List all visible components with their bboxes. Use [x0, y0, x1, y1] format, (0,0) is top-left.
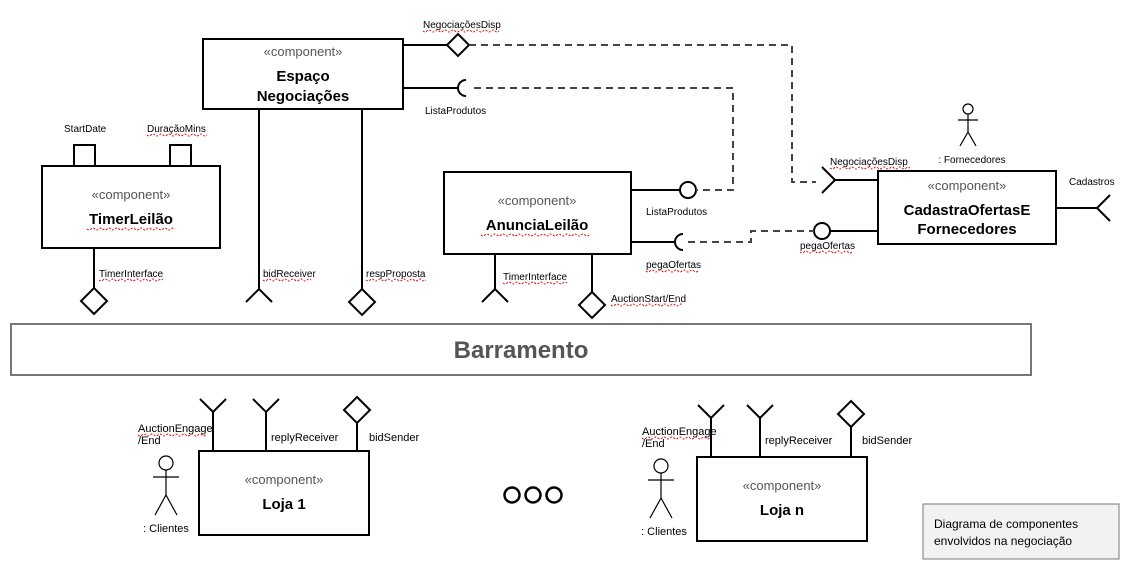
loja1-reply-receiver-port: replyReceiver [252, 398, 339, 451]
connector-pega-ofertas [688, 230, 814, 243]
clientes-n-label: : Clientes [641, 526, 687, 538]
fornecedores-label: : Fornecedores [938, 155, 1005, 166]
barramento-bus: Barramento [10, 323, 1032, 376]
loja1-auction-engage-line2: /End [138, 435, 161, 447]
spell-underline [146, 133, 208, 137]
spell-underline [262, 278, 312, 282]
clientes-1-label: : Clientes [143, 523, 189, 535]
spell-underline [610, 303, 684, 307]
loja1-name: Loja 1 [262, 496, 305, 513]
espaco-negociacoes-component[interactable]: «component» Espaço Negociações [202, 38, 404, 110]
timer-stereotype: «component» [92, 187, 171, 202]
loja1-bid-sender-port: bidSender [342, 395, 419, 451]
lojan-auction-engage-line1: AuctionEngage [642, 426, 717, 438]
loja1-bid-sender-label: bidSender [369, 432, 419, 444]
cadastra-stereotype: «component» [928, 178, 1007, 193]
lojan-name: Loja n [760, 502, 804, 519]
espaco-name-line1: Espaço [276, 68, 329, 85]
clientes-actor-1: : Clientes [143, 455, 189, 535]
start-date-port: StartDate [64, 124, 107, 167]
anuncia-name: AnunciaLeilão [486, 217, 589, 234]
lista-produtos-espaco-label: ListaProdutos [425, 106, 486, 117]
lista-produtos-provided-port: ListaProdutos [631, 181, 707, 218]
cadastros-label: Cadastros [1069, 177, 1115, 188]
spell-underline [480, 233, 590, 237]
lojan-bid-sender-port: bidSender [836, 399, 912, 457]
spell-underline [645, 269, 699, 273]
loja-1-component[interactable]: «component» Loja 1 [198, 450, 370, 536]
loja1-auction-engage-line1: AuctionEngage [138, 423, 213, 435]
note-line1: Diagrama de componentes [934, 517, 1078, 531]
lojan-auction-engage-line2: /End [642, 438, 665, 450]
espaco-name-line2: Negociações [257, 88, 350, 105]
cadastra-name-line1: CadastraOfertasE [904, 202, 1031, 219]
ellipsis-circles [503, 486, 563, 504]
lojan-reply-receiver-port: replyReceiver [746, 404, 833, 457]
timer-interface-timer-label: TimerInterface [99, 269, 164, 280]
cadastros-port: Cadastros [1056, 177, 1115, 222]
loja1-reply-receiver-label: replyReceiver [271, 432, 339, 444]
lojan-bid-sender-label: bidSender [862, 435, 912, 447]
start-date-label: StartDate [64, 124, 107, 135]
pega-ofertas-cadastra-label: pegaOfertas [800, 241, 855, 252]
pega-ofertas-required-port: pegaOfertas [631, 233, 701, 273]
pega-ofertas-anuncia-label: pegaOfertas [646, 260, 701, 271]
espaco-stereotype: «component» [264, 44, 343, 59]
loja1-auction-engage-port: AuctionEngage /End [137, 398, 227, 451]
spell-underline [799, 250, 853, 254]
lista-produtos-anuncia-label: ListaProdutos [646, 207, 707, 218]
note-line2: envolvidos na negociação [934, 534, 1072, 548]
spell-underline [829, 166, 911, 170]
timer-leilao-component[interactable]: «component» TimerLeilão [41, 165, 221, 249]
negociacoes-disp-required-port: NegociaçõesDisp [821, 157, 911, 194]
cadastra-ofertas-component[interactable]: «component» CadastraOfertasE Fornecedore… [877, 170, 1057, 245]
spell-underline [365, 278, 427, 282]
negociacoes-disp-top-label: NegociaçõesDisp [423, 20, 501, 31]
dependency-connectors [469, 44, 816, 243]
lojan-reply-receiver-label: replyReceiver [765, 435, 833, 447]
fornecedores-actor: : Fornecedores [938, 103, 1006, 166]
pega-ofertas-provided-port: pegaOfertas [799, 222, 878, 254]
anuncia-stereotype: «component» [498, 193, 577, 208]
timer-interface-port-timer: TimerInterface [79, 248, 164, 316]
lista-produtos-required-port: ListaProdutos [403, 79, 486, 117]
anuncia-leilao-component[interactable]: «component» AnunciaLeilão [443, 171, 632, 255]
clientes-actor-n: : Clientes [641, 458, 687, 538]
diagram-note: Diagrama de componentes envolvidos na ne… [922, 503, 1120, 560]
resp-proposta-label: respProposta [366, 269, 426, 280]
duracao-mins-port: DuraçãoMins [146, 124, 208, 167]
timer-interface-anuncia-label: TimerInterface [503, 272, 568, 283]
auction-start-end-label: AuctionStart/End [611, 294, 686, 305]
spell-underline [86, 227, 176, 231]
lojan-stereotype: «component» [743, 478, 822, 493]
spell-underline [98, 278, 164, 282]
timer-name: TimerLeilão [89, 211, 173, 228]
spell-underline [502, 281, 568, 285]
lojan-auction-engage-port: AuctionEngage /End [641, 404, 725, 457]
cadastra-name-line2: Fornecedores [917, 221, 1016, 238]
negociacoes-disp-provided-port: NegociaçõesDisp [403, 20, 501, 58]
loja1-stereotype: «component» [245, 472, 324, 487]
loja-n-component[interactable]: «component» Loja n [696, 456, 868, 542]
bid-receiver-port: bidReceiver [245, 109, 316, 303]
auction-start-end-port: AuctionStart/End [577, 254, 686, 320]
bus-title: Barramento [454, 337, 589, 364]
resp-proposta-port: respProposta [347, 109, 427, 317]
connector-negociacoes-disp [469, 44, 816, 183]
timer-interface-port-anuncia: TimerInterface [481, 254, 568, 303]
spell-underline [422, 29, 500, 33]
bid-receiver-label: bidReceiver [263, 269, 316, 280]
negociacoes-disp-cadastra-label: NegociaçõesDisp [830, 157, 908, 168]
duracao-mins-label: DuraçãoMins [147, 124, 206, 135]
